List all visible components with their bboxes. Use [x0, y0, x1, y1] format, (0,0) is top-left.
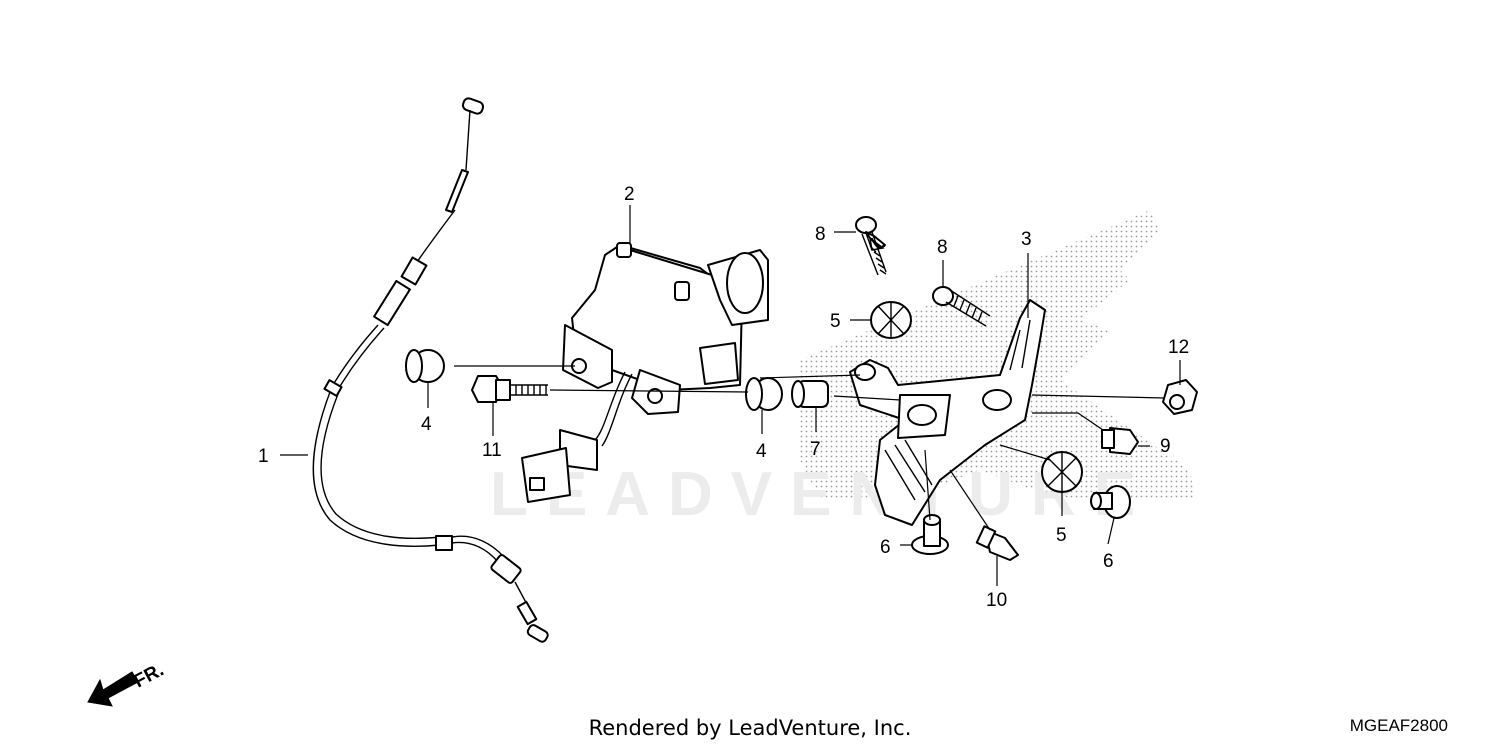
callout-4-right: 4 [756, 441, 767, 462]
callout-10: 10 [986, 590, 1007, 611]
spacer-part [791, 380, 829, 408]
bolt-part [471, 375, 548, 403]
wing-emblem-background [800, 210, 1195, 500]
watermark-text: LEADVENTURE [490, 460, 1153, 529]
actuator-part [521, 242, 769, 503]
callout-5-bottom: 5 [1056, 525, 1067, 546]
plug-part-10 [975, 525, 1019, 561]
callout-2: 2 [624, 184, 635, 205]
collar-part-right [1090, 485, 1131, 519]
callout-9: 9 [1160, 436, 1171, 457]
screw-part-left-shank [861, 231, 887, 276]
grommet-part-right [745, 377, 783, 411]
leader-lines [280, 205, 1181, 586]
callout-5-top: 5 [830, 311, 841, 332]
callout-6-left: 6 [880, 537, 891, 558]
callout-6-right: 6 [1103, 551, 1114, 572]
callout-4-left: 4 [421, 414, 432, 435]
plug-part-9 [1101, 427, 1139, 455]
bracket-part [849, 299, 1046, 526]
callout-8-right: 8 [937, 237, 948, 258]
callout-8-left: 8 [815, 224, 826, 245]
cable-part [312, 97, 549, 643]
callout-3: 3 [1021, 229, 1032, 250]
callout-7: 7 [810, 439, 821, 460]
damper-part-top [870, 301, 912, 339]
callout-labels: 1 2 3 4 4 5 5 6 6 7 8 8 9 10 11 12 [258, 184, 1189, 611]
nut-part [1162, 379, 1198, 415]
damper-part-bottom [1041, 451, 1083, 493]
front-direction-arrow-icon: FR. [87, 660, 167, 707]
screw-part-right [932, 286, 991, 327]
callout-1: 1 [258, 446, 269, 467]
diagram-code: MGEAF2800 [1349, 716, 1448, 735]
grommet-part-left [405, 349, 445, 383]
direction-label: FR. [130, 660, 167, 693]
callout-11: 11 [482, 440, 502, 461]
callout-12: 12 [1168, 337, 1189, 358]
collar-part-left [911, 514, 949, 555]
rendered-by-footer: Rendered by LeadVenture, Inc. [588, 716, 912, 740]
